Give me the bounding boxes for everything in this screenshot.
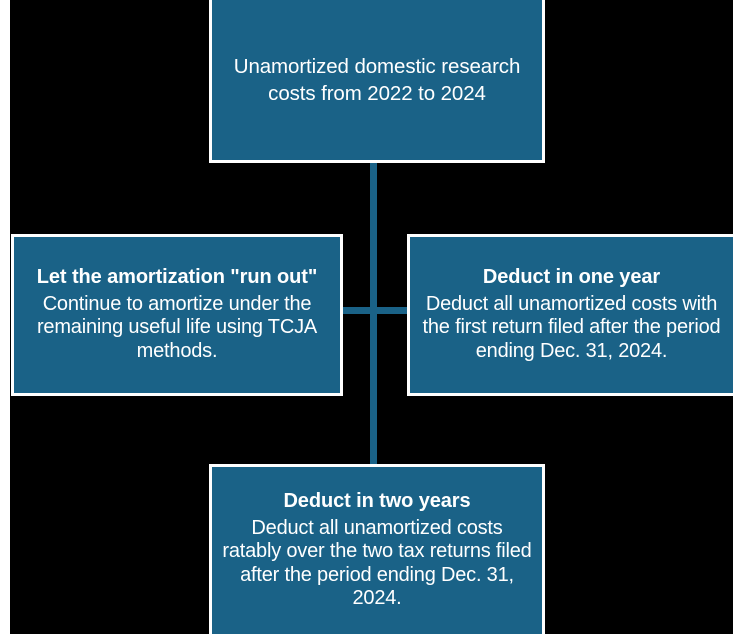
node-run-out[interactable]: Let the amortization "run out" Continue … [11,234,343,396]
node-run-out-title: Let the amortization "run out" [36,266,318,289]
node-one-year-title: Deduct in one year [482,266,661,289]
node-source-body: Unamortized domestic research costs from… [233,54,521,105]
node-one-year[interactable]: Deduct in one year Deduct all unamortize… [407,234,736,396]
node-two-years-body: Deduct all unamortized costs ratably ove… [222,516,532,610]
node-two-years[interactable]: Deduct in two years Deduct all unamortiz… [209,464,545,634]
connector-source-to-junction [370,162,377,312]
node-source[interactable]: Unamortized domestic research costs from… [209,0,545,163]
node-run-out-body: Continue to amortize under the remaining… [36,292,318,362]
node-two-years-title: Deduct in two years [283,490,471,513]
node-one-year-body: Deduct all unamortized costs with the fi… [422,292,721,362]
connector-junction-to-two-years [370,307,377,471]
